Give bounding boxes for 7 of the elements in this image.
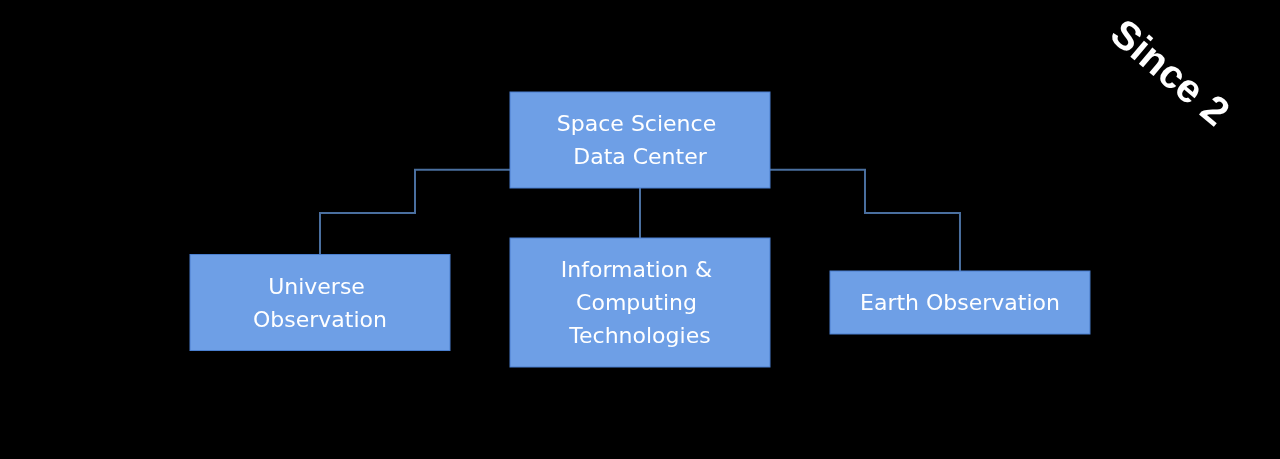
connector (639, 187, 641, 239)
connector (319, 168, 511, 256)
node-box: Universe Observation (189, 254, 451, 351)
node-box: Earth Observation (829, 270, 1091, 335)
connector (769, 168, 961, 272)
node-box: Space Science Data Center (509, 91, 771, 189)
node-box: Information & Computing Technologies (509, 237, 771, 368)
